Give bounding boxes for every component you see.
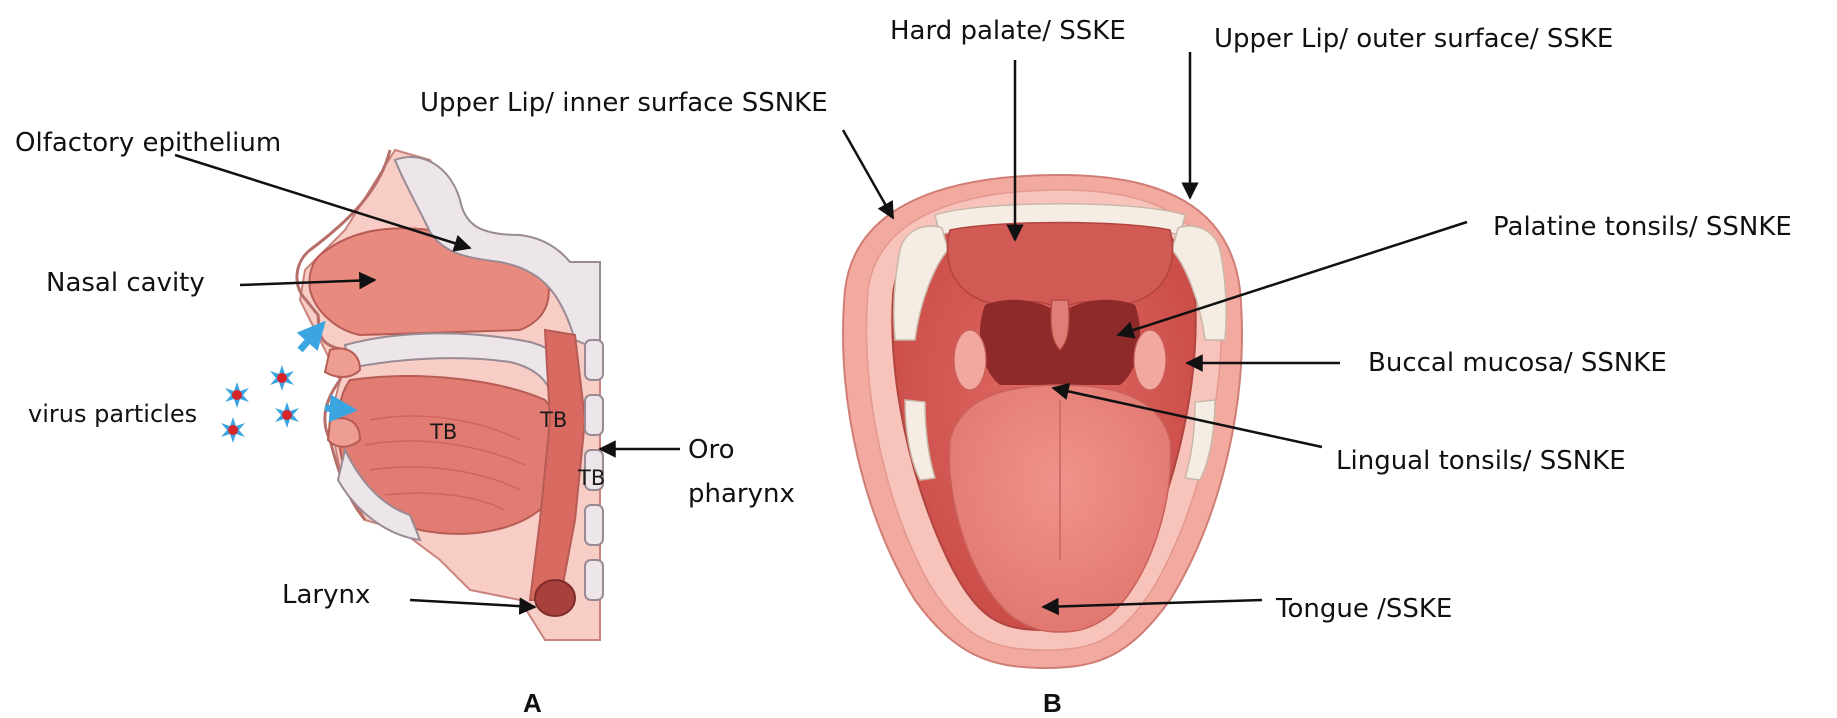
virus-particle bbox=[221, 417, 245, 443]
tb-marker-pharynx: TB bbox=[578, 468, 605, 489]
label-buccal-mucosa: Buccal mucosa/ SSNKE bbox=[1368, 350, 1667, 376]
arrow-larynx bbox=[410, 600, 535, 607]
label-virus-particles: virus particles bbox=[28, 402, 197, 426]
right-palatine-tonsil bbox=[1134, 330, 1166, 390]
label-nasal-cavity: Nasal cavity bbox=[46, 270, 205, 296]
label-pharynx: pharynx bbox=[688, 481, 795, 507]
panel-b-illustration bbox=[843, 175, 1242, 668]
tb-marker-tongue: TB bbox=[430, 422, 457, 443]
virus-particle bbox=[225, 382, 249, 408]
virus-particles bbox=[221, 365, 299, 443]
arrow-upper-lip-inner bbox=[843, 130, 893, 218]
label-palatine-tonsils: Palatine tonsils/ SSNKE bbox=[1493, 214, 1792, 240]
panel-letter-a: A bbox=[523, 690, 542, 716]
tb-marker-soft-palate: TB bbox=[540, 410, 567, 431]
panel-letter-b: B bbox=[1043, 690, 1062, 716]
label-upper-lip-outer: Upper Lip/ outer surface/ SSKE bbox=[1214, 26, 1613, 52]
virus-particle bbox=[275, 402, 299, 428]
virus-entry-arrow-mouth bbox=[325, 408, 352, 410]
label-hard-palate: Hard palate/ SSKE bbox=[890, 18, 1126, 44]
label-tongue: Tongue /SSKE bbox=[1276, 596, 1452, 622]
label-olfactory-epithelium: Olfactory epithelium bbox=[15, 130, 281, 156]
label-larynx: Larynx bbox=[282, 582, 370, 608]
larynx-shape bbox=[535, 580, 575, 616]
label-oro: Oro bbox=[688, 437, 735, 463]
virus-particle bbox=[270, 365, 294, 391]
hard-palate-shape bbox=[947, 223, 1172, 311]
panel-a-illustration bbox=[297, 150, 603, 640]
label-upper-lip-inner: Upper Lip/ inner surface SSNKE bbox=[420, 90, 828, 116]
label-lingual-tonsils: Lingual tonsils/ SSNKE bbox=[1336, 448, 1626, 474]
left-palatine-tonsil bbox=[954, 330, 986, 390]
